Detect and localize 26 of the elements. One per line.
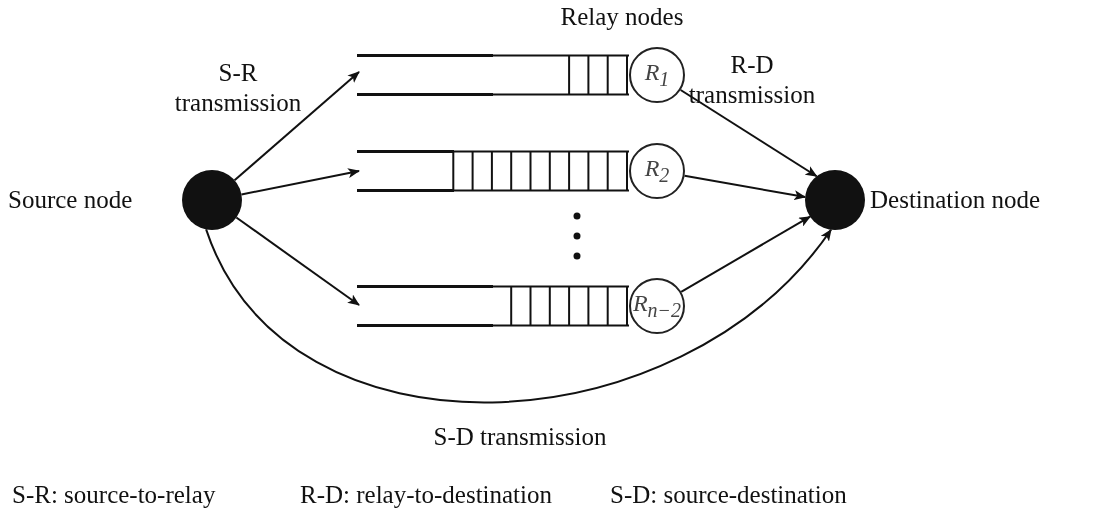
note-text: S-D: source-destination — [610, 480, 847, 510]
note-text: S-R: source-to-relay — [12, 480, 216, 510]
note-text: R-D: relay-to-destination — [300, 480, 552, 510]
relay-node-circle — [629, 278, 685, 334]
queue-drawing — [357, 150, 629, 192]
queue-drawing — [357, 54, 629, 96]
arrow — [240, 168, 360, 196]
relay-label: R$_{1}$ — [644, 59, 670, 91]
relay-node-circle — [629, 143, 685, 199]
node-label: Source node — [8, 185, 133, 215]
arrow — [683, 174, 807, 201]
queue-drawing — [357, 285, 629, 327]
arrow — [680, 215, 812, 293]
annotation-label: R-D transmission — [687, 50, 817, 110]
arrow — [235, 216, 360, 306]
node-circle — [182, 170, 242, 230]
node-label: Destination node — [870, 185, 1041, 215]
annotation-label: S-R transmission — [173, 58, 303, 118]
relay-label: R$_{n−2}$ — [632, 290, 682, 322]
relay-node-circle — [629, 47, 685, 103]
arrow — [679, 89, 818, 178]
arrow — [233, 71, 360, 182]
annotation-label: Relay nodes — [559, 2, 685, 32]
relay-label: R$_{2}$ — [644, 155, 670, 187]
node-circle — [805, 170, 865, 230]
arrow — [205, 228, 833, 404]
